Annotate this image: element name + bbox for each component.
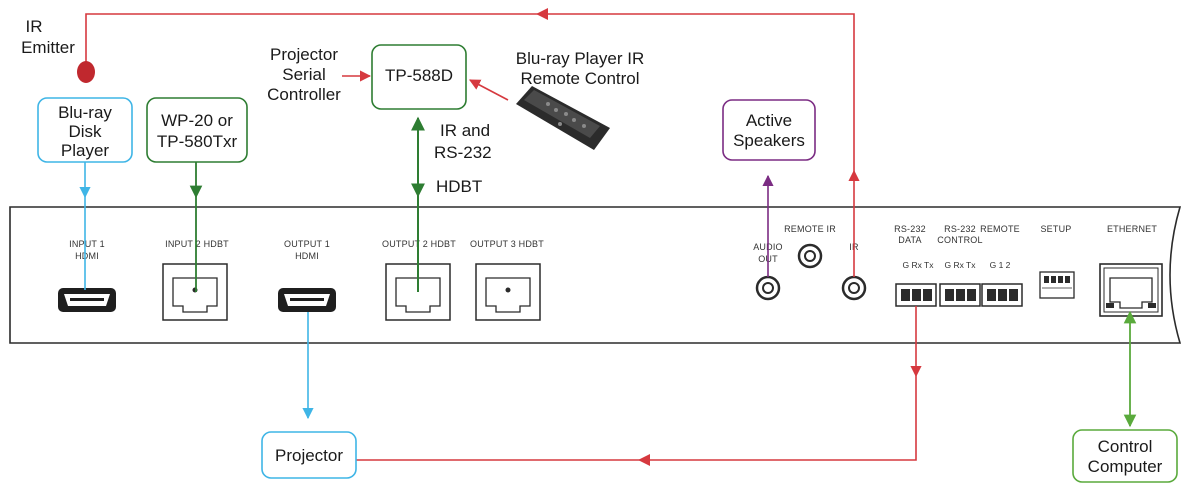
- bluray-remote-control: [516, 86, 610, 150]
- pin-label-rs232-control: G Rx Tx: [944, 260, 976, 270]
- control-computer-box: Control Computer: [1072, 429, 1178, 483]
- panel-label-input1: INPUT 1: [69, 239, 105, 249]
- panel-label-input2: INPUT 2 HDBT: [165, 239, 229, 249]
- panel-label-remote: REMOTE: [980, 224, 1020, 234]
- hdbt-label: HDBT: [436, 177, 482, 196]
- panel-label-remote-ir: REMOTE IR: [784, 224, 836, 234]
- svg-text:Disk: Disk: [68, 122, 102, 141]
- panel-label-input1-type: HDMI: [75, 251, 99, 261]
- ir-emitter-label: IR: [26, 17, 43, 36]
- ir-emitter-label-2: Emitter: [21, 38, 75, 57]
- rs232-control-terminal: [939, 283, 981, 307]
- pin-label-rs232-data: G Rx Tx: [902, 260, 934, 270]
- tp588d-box: TP-588D: [371, 44, 467, 110]
- hdbt-output3-port: [475, 263, 541, 321]
- svg-text:Computer: Computer: [1088, 457, 1163, 476]
- remote-ir-line: [469, 79, 509, 101]
- projector-serial-label-3: Controller: [267, 85, 341, 104]
- active-speakers-box: Active Speakers: [722, 99, 816, 161]
- rs232-arrow-bottom: [638, 454, 650, 466]
- ir-line-top: [85, 13, 855, 171]
- projector-serial-label-2: Serial: [282, 65, 325, 84]
- wp20-box: WP-20 or TP-580Txr: [146, 97, 248, 163]
- remote-ir-jack: [797, 243, 823, 269]
- remote-terminal: [981, 283, 1023, 307]
- svg-text:TP-580Txr: TP-580Txr: [157, 132, 238, 151]
- panel-label-rs232-control-2: CONTROL: [937, 235, 982, 245]
- bluray-player-box: Blu-ray Disk Player: [37, 97, 133, 163]
- svg-text:Blu-ray: Blu-ray: [58, 103, 112, 122]
- projector-serial-label: Projector: [270, 45, 338, 64]
- pin-label-remote: G 1 2: [990, 260, 1011, 270]
- panel-label-output1: OUTPUT 1: [284, 239, 330, 249]
- setup-dip-switch: [1039, 271, 1075, 299]
- svg-text:Projector: Projector: [275, 446, 343, 465]
- panel-label-output1-type: HDMI: [295, 251, 319, 261]
- rs232-line-path: [356, 376, 917, 461]
- svg-text:Control: Control: [1098, 437, 1153, 456]
- panel-label-rs232-data: RS-232: [894, 224, 926, 234]
- svg-text:Active: Active: [746, 111, 792, 130]
- bluray-remote-label: Blu-ray Player IR: [516, 49, 644, 68]
- bluray-remote-label-2: Remote Control: [520, 69, 639, 88]
- panel-label-ethernet: ETHERNET: [1107, 224, 1157, 234]
- svg-text:Speakers: Speakers: [733, 131, 805, 150]
- panel-label-rs232-data-2: DATA: [898, 235, 921, 245]
- panel-label-output3: OUTPUT 3 HDBT: [470, 239, 544, 249]
- hdmi-input1-port: [58, 288, 116, 312]
- hdmi-output1-port: [278, 288, 336, 312]
- panel-label-rs232-control: RS-232: [944, 224, 976, 234]
- svg-text:Player: Player: [61, 141, 110, 160]
- svg-text:TP-588D: TP-588D: [385, 66, 453, 85]
- ir-arrow-top: [536, 8, 548, 20]
- projector-box: Projector: [261, 431, 357, 479]
- ir-rs232-label: IR and: [440, 121, 490, 140]
- panel-label-output2: OUTPUT 2 HDBT: [382, 239, 456, 249]
- svg-text:WP-20 or: WP-20 or: [161, 111, 233, 130]
- ir-rs232-label-2: RS-232: [434, 143, 492, 162]
- panel-label-setup: SETUP: [1040, 224, 1071, 234]
- ir-emitter-bulb: [77, 61, 95, 83]
